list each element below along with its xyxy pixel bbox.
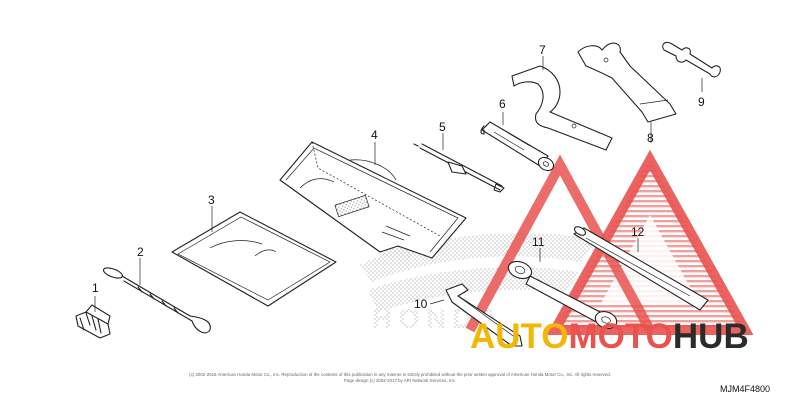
callout-11: 11 <box>532 235 545 249</box>
part-10-hex-key[interactable] <box>429 283 523 347</box>
watermark-text: AUTOMOTOHUB <box>470 317 749 356</box>
callout-8: 8 <box>647 131 654 145</box>
callout-5: 5 <box>439 120 446 134</box>
watermark-auto: AUTO <box>470 317 569 356</box>
watermark-moto: MOTO <box>569 317 673 356</box>
callout-6: 6 <box>499 97 506 111</box>
part-5-screwdriver-bit[interactable] <box>413 133 505 193</box>
callout-9: 9 <box>698 95 705 109</box>
callout-7: 7 <box>539 43 546 57</box>
watermark-hub: HUB <box>673 317 749 356</box>
part-4-tool-bag[interactable] <box>279 141 467 259</box>
part-12-extension-bar[interactable] <box>573 225 709 311</box>
part-11-box-wrench[interactable] <box>506 248 619 331</box>
part-7-pin-spanner[interactable] <box>511 56 613 151</box>
callout-10: 10 <box>414 297 428 311</box>
part-9-small-wrench[interactable] <box>662 41 721 92</box>
copyright-line-2: Page design (c) 2004-2017 by ARI Network… <box>344 378 456 383</box>
part-8-hook-wrench[interactable] <box>577 42 677 143</box>
diagram-code: MJM4F4800 <box>720 384 770 394</box>
callout-3: 3 <box>208 193 215 207</box>
callout-12: 12 <box>631 225 645 239</box>
part-3-document-bag[interactable] <box>171 206 337 307</box>
copyright-line-1: (c) 2002-2015 American Honda Motor Co., … <box>189 372 611 377</box>
callout-2: 2 <box>137 245 144 259</box>
callout-1: 1 <box>92 281 99 295</box>
part-6-screwdriver-handle[interactable] <box>480 112 556 173</box>
part-2-helmet-holder-cable[interactable] <box>102 258 211 334</box>
part-1-clip[interactable] <box>75 296 111 339</box>
callout-4: 4 <box>371 128 378 142</box>
